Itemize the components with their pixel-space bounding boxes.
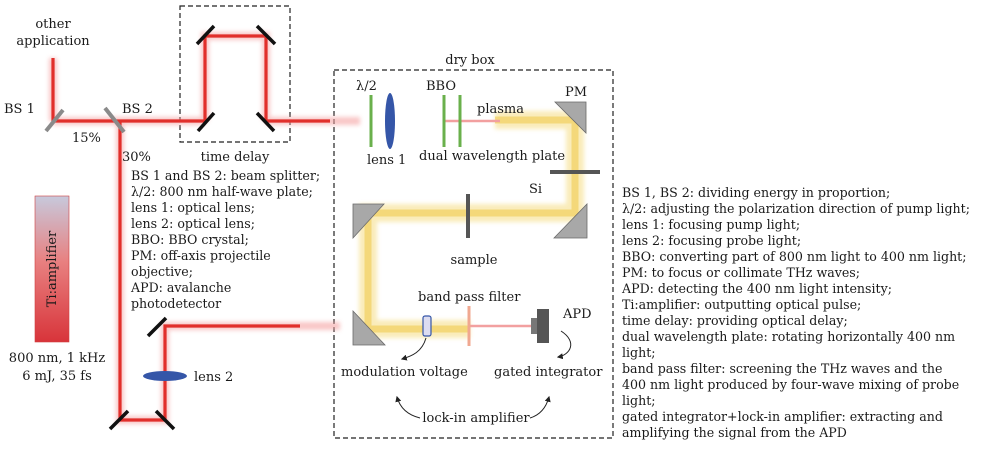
parabolic-mirrors [352, 101, 588, 346]
bs2-label: BS 2 [122, 102, 153, 117]
pct30-label: 30% [122, 150, 151, 165]
left-legend-line: lens 2: optical lens; [131, 216, 255, 231]
lens-1 [385, 93, 395, 149]
probe-mirrors [108, 316, 176, 431]
pct15-label: 15% [72, 131, 101, 146]
left-legend-line: BBO: BBO crystal; [131, 232, 249, 247]
right-legend-line: light; [622, 345, 656, 360]
half-wave-label: λ/2 [356, 79, 377, 94]
other-application-label-2: application [16, 34, 90, 49]
apd-window [531, 318, 537, 334]
apd-detector [537, 309, 549, 343]
time-delay-mirrors [195, 24, 277, 133]
gated-integrator-label: gated integrator [494, 365, 603, 380]
right-legend-line: 400 nm light produced by four-wave mixin… [622, 377, 959, 392]
right-legend-line: light; [622, 393, 656, 408]
lens1-label: lens 1 [367, 153, 406, 168]
right-legend-line: time delay: providing optical delay; [622, 313, 848, 328]
ti-amplifier [34, 195, 70, 343]
dry-box-label: dry box [445, 53, 495, 68]
si-label: Si [529, 182, 542, 197]
signal-arrows [395, 330, 572, 419]
left-legend-line: lens 1: optical lens; [131, 200, 255, 215]
right-legend-line: lens 2: focusing probe light; [622, 233, 801, 248]
time-delay-label: time delay [201, 150, 270, 165]
left-legend-line: APD: avalanche [130, 280, 231, 295]
bs1-label: BS 1 [4, 102, 35, 117]
bbo-label: BBO [426, 79, 456, 94]
modulator [422, 315, 432, 337]
right-legend-line: PM: to focus or collimate THz waves; [622, 265, 860, 280]
right-legend-line: λ/2: adjusting the polarization directio… [622, 201, 970, 216]
right-legend-line: gated integrator+lock-in amplifier: extr… [622, 409, 943, 424]
band-pass-label: band pass filter [418, 290, 521, 305]
thz-beam [359, 111, 584, 338]
left-legend-line: λ/2: 800 nm half-wave plate; [131, 184, 313, 199]
left-legend-line: PM: off-axis projectile [131, 248, 271, 263]
pm-label: PM [565, 85, 587, 100]
right-legend: BS 1, BS 2: dividing energy in proportio… [621, 185, 970, 440]
right-legend-line: lens 1: focusing pump light; [622, 217, 800, 232]
left-legend-line: objective; [131, 264, 193, 279]
right-legend-line: Ti:amplifier: outputting optical pulse; [622, 297, 861, 312]
lens-2 [143, 371, 187, 381]
lens2-label: lens 2 [194, 370, 233, 385]
blue-beam-400nm [445, 118, 538, 328]
right-legend-line: BBO: converting part of 800 nm light to … [622, 249, 966, 264]
beam-splitter-bs1 [44, 108, 65, 133]
right-legend-line: dual wavelength plate: rotating horizont… [622, 329, 955, 344]
time-delay-box [179, 5, 291, 143]
ti-amplifier-label: Ti:amplifier [45, 230, 60, 307]
amp-specs-1: 800 nm, 1 kHz [9, 351, 106, 366]
modulation-label: modulation voltage [341, 365, 468, 380]
left-legend-line: photodetector [131, 296, 222, 311]
right-legend-line: amplifying the signal from the APD [622, 425, 847, 440]
lockin-label: lock-in amplifier [422, 411, 530, 426]
amp-specs-2: 6 mJ, 35 fs [22, 369, 92, 384]
right-legend-line: band pass filter: screening the THz wave… [622, 361, 943, 376]
right-legend-line: APD: detecting the 400 nm light intensit… [621, 281, 892, 296]
beam-splitter-bs2 [103, 106, 126, 134]
dry-box [333, 69, 614, 439]
apd-label: APD [562, 307, 592, 322]
right-legend-line: BS 1, BS 2: dividing energy in proportio… [622, 185, 890, 200]
diagram-labels: other application BS 1 BS 2 15% 30% 800 … [4, 17, 603, 426]
other-application-label-1: other [35, 17, 71, 32]
left-legend-line: BS 1 and BS 2: beam splitter; [131, 168, 320, 183]
left-legend: BS 1 and BS 2: beam splitter; λ/2: 800 n… [130, 168, 320, 311]
dual-plate-label: dual wavelength plate [419, 149, 565, 164]
plasma-label: plasma [477, 102, 524, 117]
sample-label: sample [451, 253, 498, 268]
